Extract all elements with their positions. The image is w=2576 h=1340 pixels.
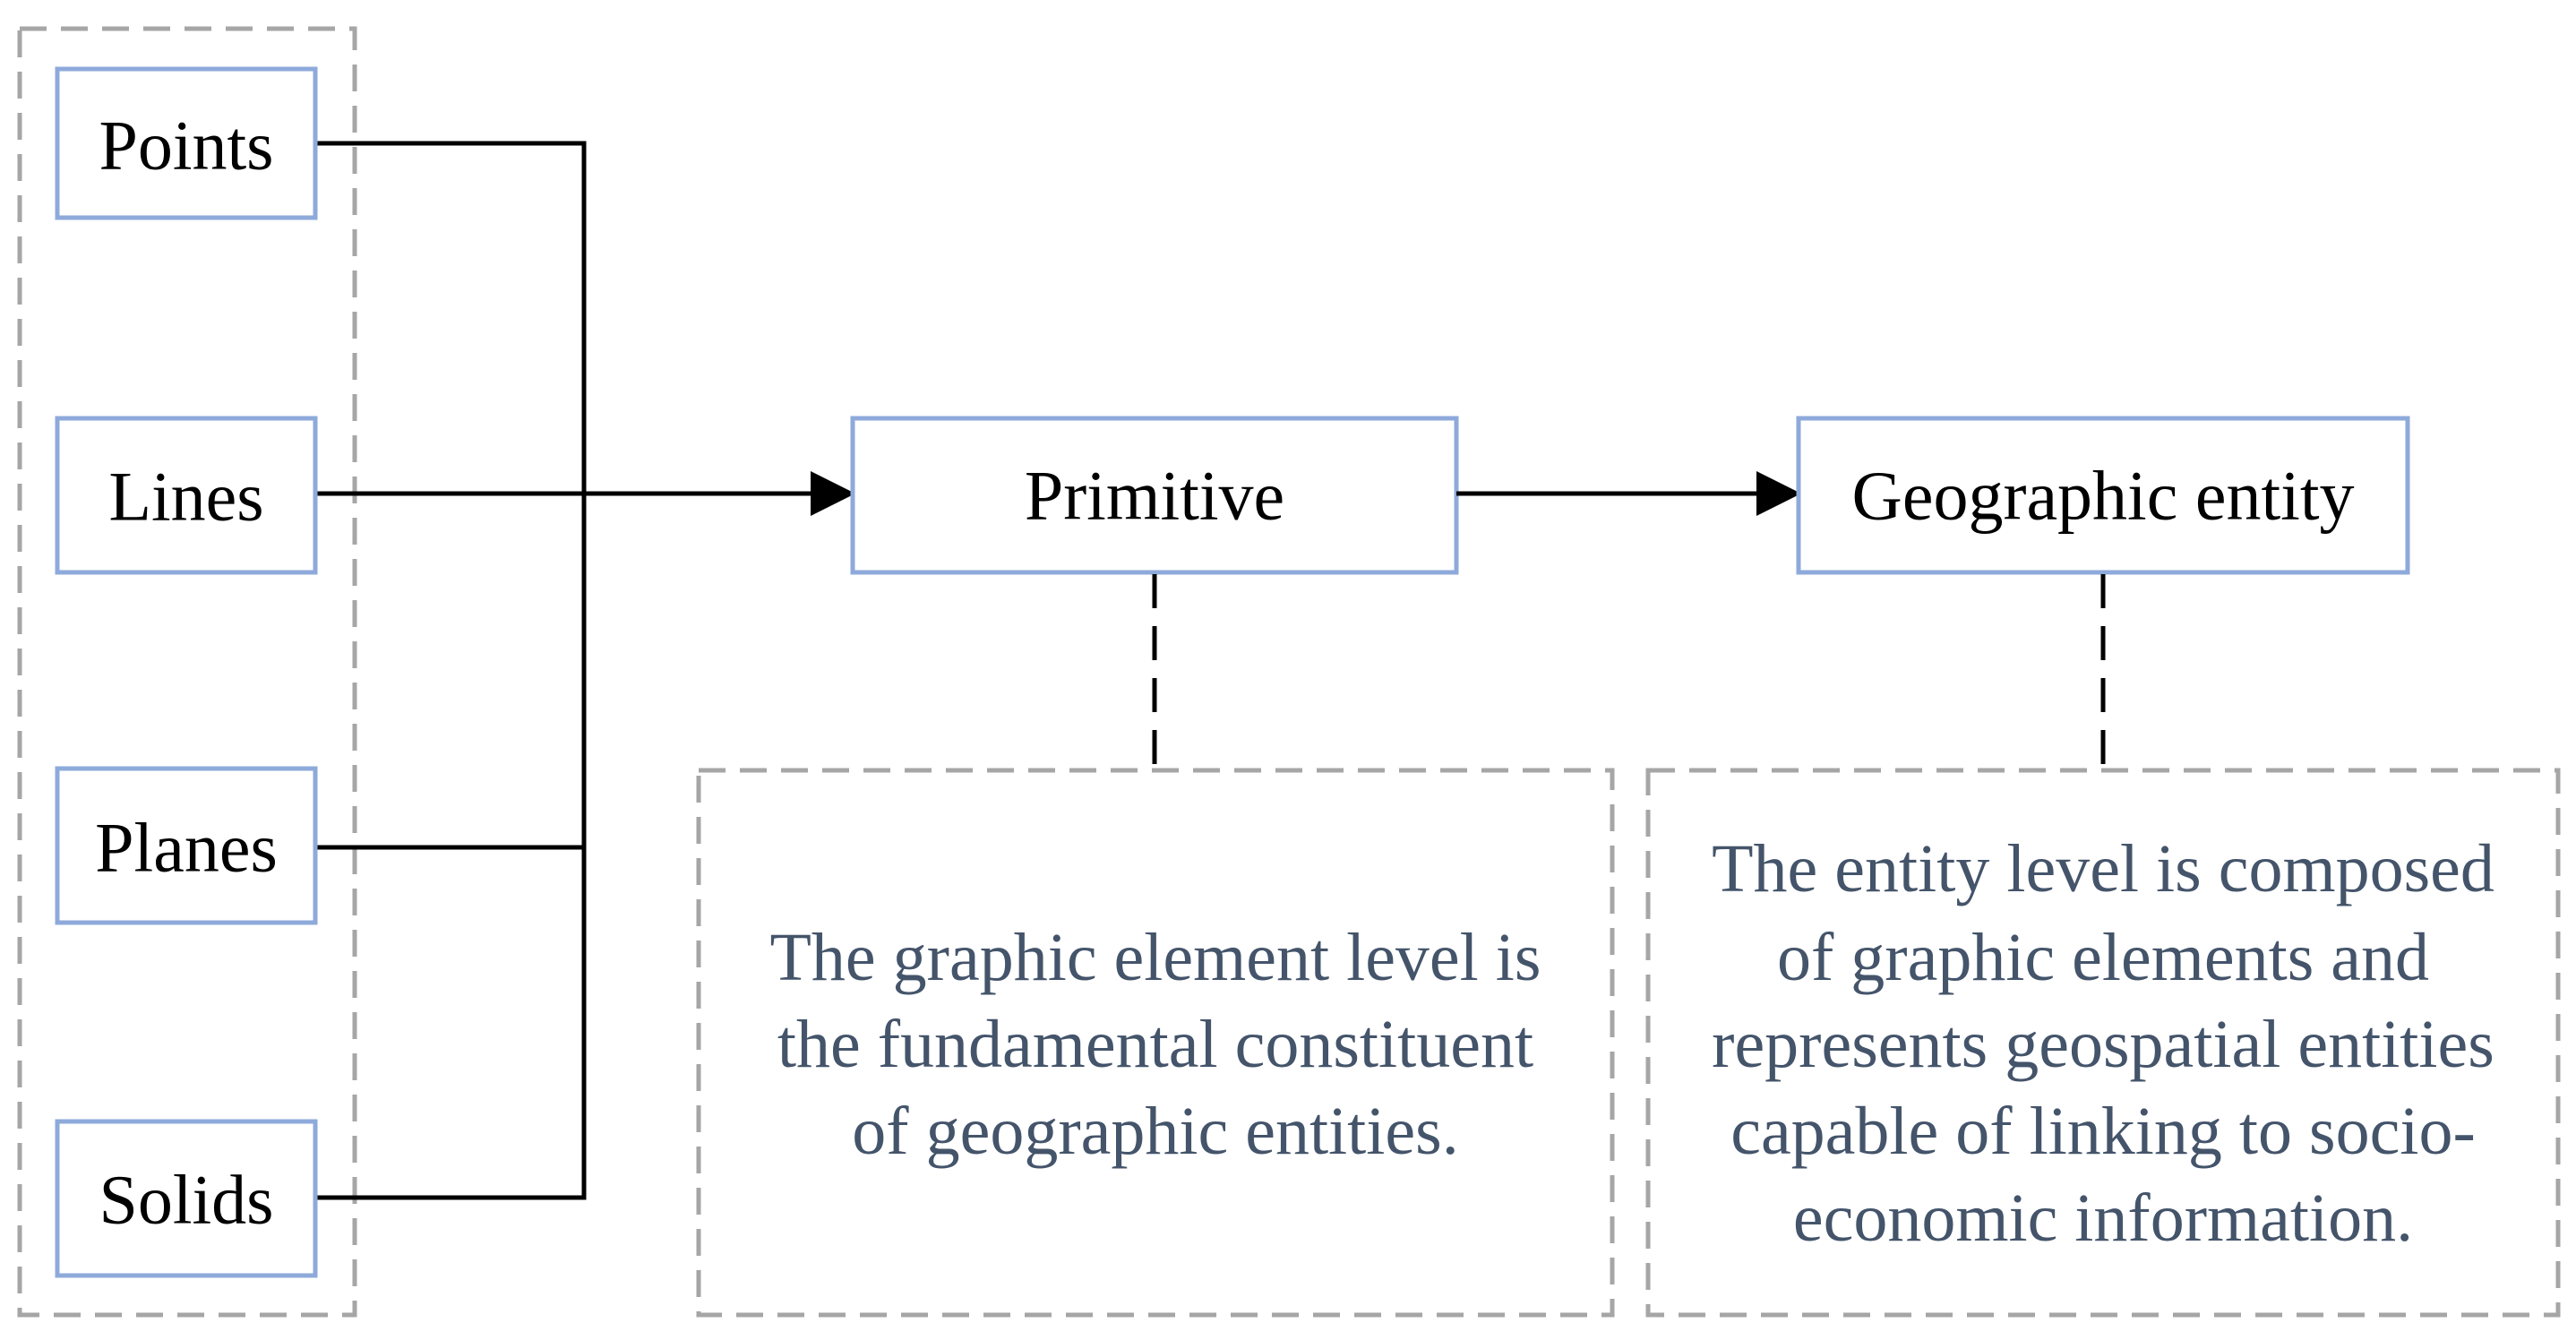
entity-note-line: The entity level is composed (1712, 831, 2494, 906)
primitive-node: Primitive (850, 416, 1459, 575)
geographic-entity-node: Geographic entity (1796, 416, 2410, 575)
entity-note-line: economic information. (1793, 1181, 2413, 1256)
primitive-note-line: of geographic entities. (852, 1094, 1458, 1169)
geometry-group-box (17, 26, 357, 1318)
points-node: Points (55, 66, 318, 220)
geometry-connectors (315, 141, 855, 1200)
planes-node: Planes (55, 766, 318, 925)
primitive-note-box (696, 768, 1615, 1318)
solids-node: Solids (55, 1119, 318, 1278)
geographic-entity-label: Geographic entity (1852, 457, 2355, 535)
primitive-note-text: The graphic element level is the fundame… (770, 920, 1541, 1169)
entity-note-text: The entity level is composed of graphic … (1712, 831, 2494, 1256)
planes-label: Planes (95, 809, 278, 887)
primitive-note-line: The graphic element level is (770, 920, 1541, 995)
primitive-note-line: the fundamental constituent (777, 1007, 1533, 1082)
points-label: Points (99, 107, 273, 185)
primitive-label: Primitive (1025, 457, 1284, 535)
entity-note-box (1645, 768, 2561, 1318)
points-connector (315, 141, 587, 1200)
entity-note-line: represents geospatial entities (1712, 1007, 2494, 1082)
entity-note-line: of graphic elements and (1777, 920, 2429, 995)
lines-label: Lines (108, 458, 263, 536)
entity-note-line: capable of linking to socio- (1730, 1094, 2476, 1169)
lines-node: Lines (55, 416, 318, 575)
solids-label: Solids (99, 1161, 273, 1239)
